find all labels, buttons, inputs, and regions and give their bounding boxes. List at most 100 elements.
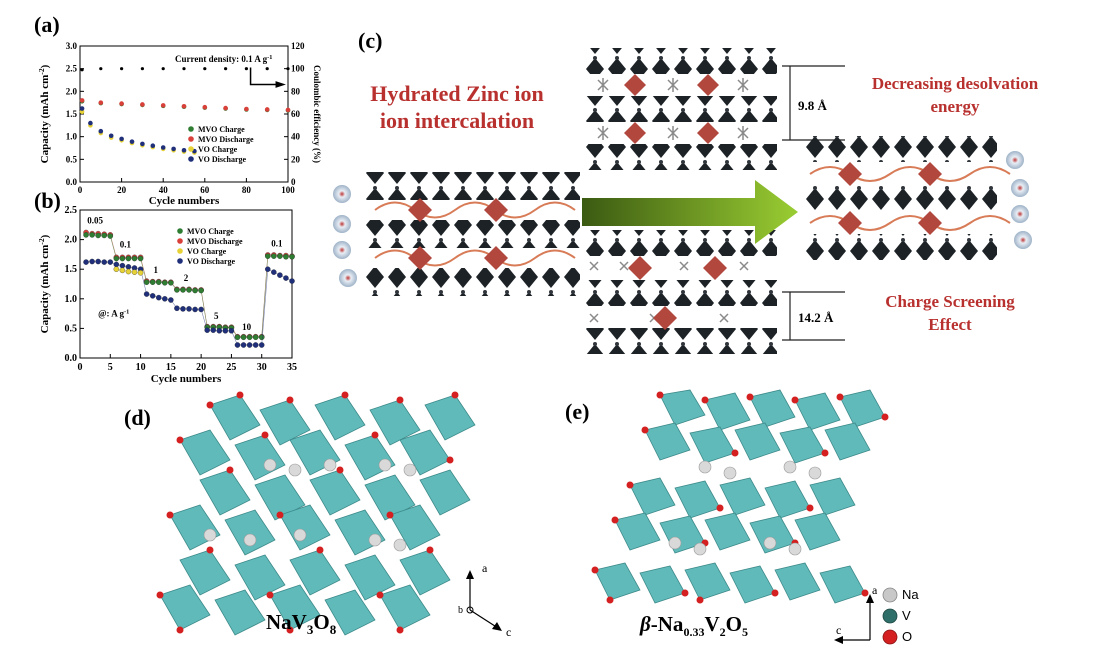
chart-a-y2label: Coulombic efficiency (%) [312,65,322,163]
panel-c-title-right-bottom-line1: Charge Screening [885,292,1015,311]
legend-na-dot [882,587,898,603]
chart-a-point-vo-charge [79,109,85,115]
chart-a-y2tick-label: 100 [291,64,305,74]
chart-b-ytick-label: 1.5 [65,264,78,275]
chart-b-point-vo-discharge [210,327,217,333]
chart-a-legend-marker [188,126,194,132]
spacing-top-label: 9.8 Å [798,98,828,113]
chart-b-xtick-label: 5 [108,362,113,373]
chart-a-y2tick-label: 40 [291,132,301,142]
hydrated-ion-column-left [333,185,357,287]
axis-c-label-e: c [836,623,841,637]
chart-b-point-vo-charge [119,267,126,274]
formula-e-sub2: 2 [719,625,726,640]
panel-e-formula: β-Na0.33V2O5 [640,612,748,640]
chart-b-rate-label: 0.05 [87,216,103,226]
chart-a-xlabel: Cycle numbers [149,195,220,207]
chart-b-legend-label: MVO Discharge [187,237,243,246]
formula-d-sub1: 3 [306,622,314,638]
chart-a-y2tick-label: 20 [291,154,301,164]
chart-b-point-mvo-charge [101,232,107,239]
chart-b-point-vo-discharge [289,278,295,284]
chart-b-point-vo-discharge [222,328,229,334]
chart-b-point-vo-charge [131,269,138,275]
chart-b-point-vo-discharge [95,258,101,265]
panel-c-title-right-bottom-line2: Effect [928,315,972,334]
chart-a-legend-marker [188,156,194,162]
formula-e-sub3: 5 [741,625,748,640]
chart-a-arrow [249,67,282,86]
chart-b-point-vo-discharge [216,328,223,334]
chart-b-legend-marker [177,248,183,254]
chart-b-point-vo-discharge [155,294,162,301]
host-lattice-top [582,48,777,170]
chart-a-point-coulombic-efficiency [244,67,248,71]
chart-b-point-vo-charge [113,266,120,272]
chart-b-point-mvo-charge [289,254,295,260]
chart-b-xtick-label: 30 [257,362,267,373]
chart-a-arrowhead [275,81,286,88]
chart-a-ytick-label: 0.0 [66,177,78,187]
chart-a-annotation: Current density: 0.1 A g-1 [175,54,272,65]
chart-a-y2tick-label: 120 [291,41,305,51]
chart-b-point-vo-discharge [168,297,174,303]
chart-b-point-vo-discharge [149,293,156,299]
chart-b-ytick-label: 0.0 [65,353,78,364]
chart-b-xlabel: Cycle numbers [151,373,222,385]
chart-a-xtick-label: 100 [281,185,295,195]
chart-b-point-mvo-charge [234,334,241,341]
legend-v-dot [882,608,898,624]
chart-b-xtick-label: 20 [196,362,206,373]
chart-a-point-coulombic-efficiency [80,68,84,72]
chart-b-point-mvo-charge [162,280,168,286]
chart-a-point-vo-discharge [150,143,156,149]
chart-b-point-vo-discharge [265,266,271,272]
chart-a-point-coulombic-efficiency [120,67,124,71]
host-lattice-bottom [582,230,777,354]
chart-b-point-mvo-charge [149,279,156,285]
panel-e-crystal-structure [591,389,889,604]
chart-b-rate-label: 0.1 [120,239,132,249]
panel-c-title-right-bottom: Charge Screening Effect [850,290,1050,336]
chart-b-legend-label: MVO Charge [187,227,234,236]
chart-a-point-coulombic-efficiency [182,67,186,71]
legend-o-label: O [902,629,912,644]
chart-a-point-coulombic-efficiency [265,67,269,71]
panel-c-title-right-top: Decreasing desolvation energy [850,72,1060,118]
chart-a-point-vo-discharge [79,106,85,111]
chart-b-xtick-label: 10 [136,362,146,373]
chart-b-point-vo-discharge [204,327,210,333]
chart-b-ytick-label: 0.5 [65,323,78,334]
chart-b-point-mvo-charge [240,334,247,341]
chart-b-point-vo-discharge [119,262,126,269]
formula-d-sub2: 8 [329,622,337,638]
chart-b-point-mvo-charge [143,279,150,285]
axis-a-label-e: a [872,583,878,597]
chart-b-legend-marker [177,228,183,234]
panel-d-formula: NaV3O8 [266,610,336,638]
chart-a-point-mvo-discharge [98,100,104,105]
axis-c-label-d: c [506,625,511,639]
chart-b-point-mvo-charge [252,334,259,341]
chart-b-point-mvo-charge [186,287,192,293]
chart-a-point-mvo-discharge [223,105,228,111]
chart-a-ytick-label: 3.0 [66,41,78,51]
chart-b-xtick-label: 35 [287,362,297,373]
chart-a-ytick-label: 2.5 [66,64,78,74]
panel-c-title-right-top-line1: Decreasing desolvation [871,74,1039,93]
panel-c-title-right-top-line2: energy [930,97,980,116]
chart-b-rate-label: 2 [184,273,189,283]
formula-e-v: V [704,612,720,636]
chart-a-point-vo-discharge [160,145,166,150]
chart-b-line [86,261,293,346]
chart-a-point-coulombic-efficiency [161,67,165,71]
chart-a-ytick-label: 1.5 [66,109,78,119]
chart-b-point-mvo-charge [119,255,126,262]
panel-e-axes: a c [834,583,878,644]
chart-b-point-mvo-charge [283,254,289,260]
legend-na-label: Na [902,587,919,602]
chart-b-point-mvo-charge [277,253,283,259]
chart-b-point-vo-discharge [192,306,198,313]
chart-b-point-mvo-charge [125,255,132,262]
chart-b-frame [79,209,293,359]
